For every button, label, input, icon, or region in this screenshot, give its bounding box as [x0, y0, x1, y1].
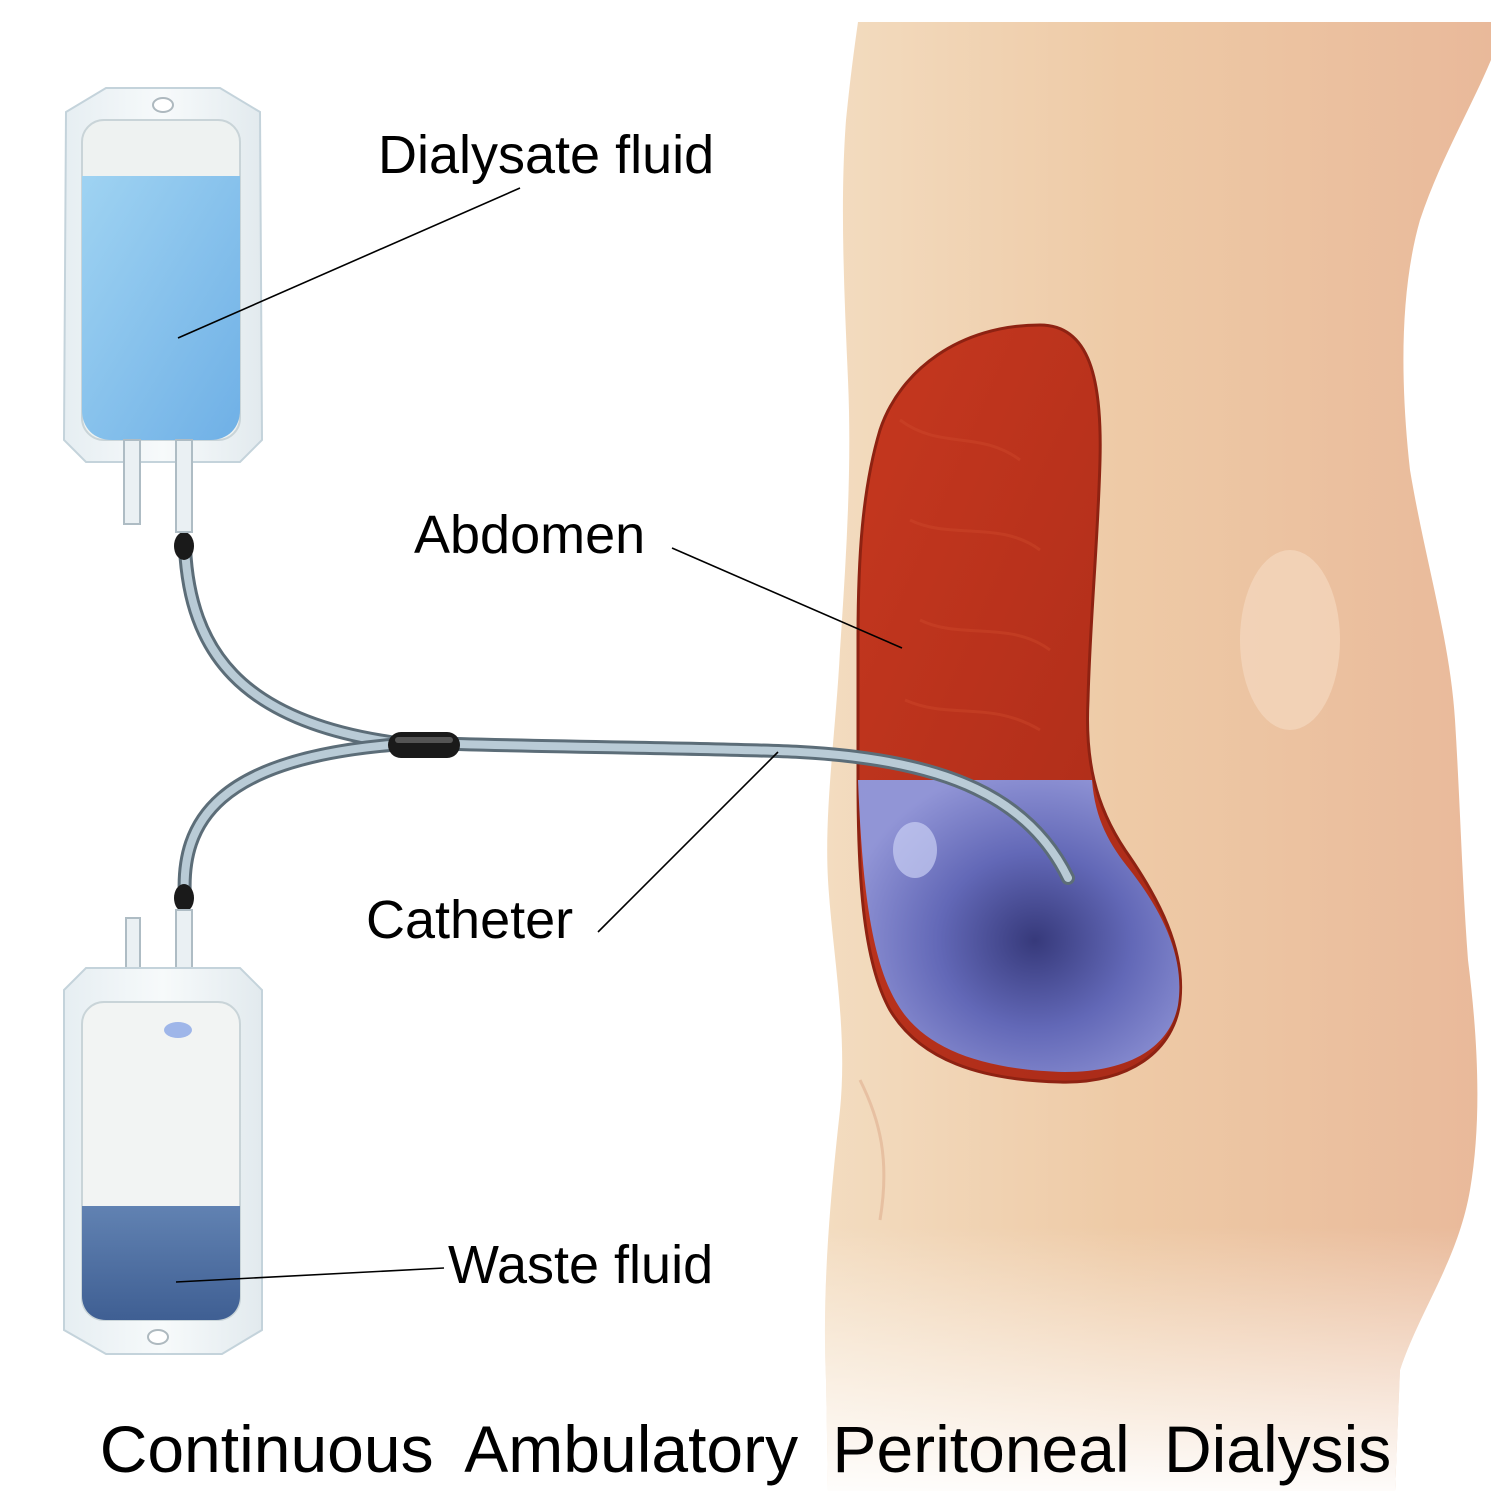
y-connector — [388, 732, 460, 758]
abdominal-cavity — [856, 323, 1183, 1084]
tubing — [177, 541, 1075, 905]
diagram-title: Continuous Ambulatory Peritoneal Dialysi… — [99, 1412, 1392, 1486]
waste-bag — [63, 909, 263, 1355]
leader-lines — [175, 187, 903, 1283]
abdomen-leader — [671, 547, 903, 649]
catheter-leader — [597, 751, 779, 933]
label-dialysate-fluid: Dialysate fluid — [378, 125, 715, 185]
top-connector — [174, 532, 194, 560]
label-waste-fluid: Waste fluid — [448, 1235, 714, 1295]
label-abdomen: Abdomen — [414, 505, 646, 565]
dialysate-leader — [177, 187, 521, 339]
dialysate-bag — [62, 87, 264, 533]
waste-leader — [175, 1267, 445, 1283]
bottom-connector — [174, 884, 194, 912]
label-catheter: Catheter — [366, 890, 574, 950]
